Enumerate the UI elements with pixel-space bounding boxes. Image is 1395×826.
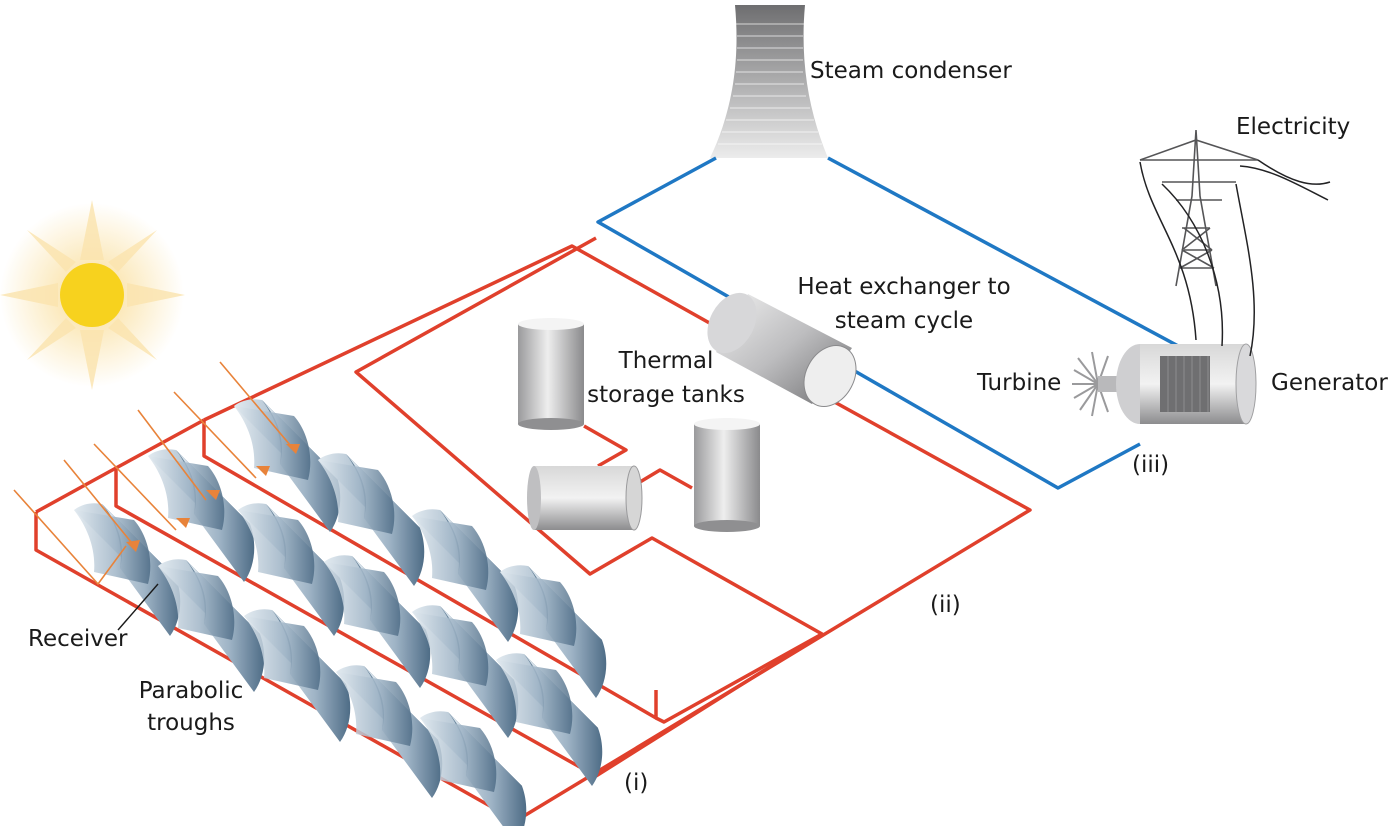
receiver-pointer [117,583,159,631]
loop-iii-label: (iii) [1132,452,1170,478]
hot-loop [34,236,1032,824]
thermal-storage-tank-horizontal [527,465,643,531]
heat-exchanger [707,292,857,407]
sunlight-arrows [13,361,297,586]
sun-icon [0,200,185,390]
power-lines [1139,159,1331,357]
generator-label: Generator [1271,370,1388,396]
receiver-label: Receiver [28,626,128,652]
heat-exchanger-label-line2: steam cycle [834,308,974,334]
thermal-storage-label-line2: storage tanks [587,382,745,408]
generator-icon [1116,343,1257,425]
turbine-icon [1072,351,1122,417]
thermal-storage-label-line1: Thermal [618,348,714,374]
turbine-label: Turbine [977,370,1062,396]
parabolic-troughs-label-line2: troughs [147,710,235,736]
sunlight-arrowheads [126,444,300,552]
heat-exchanger-label-line1: Heat exchanger to [797,274,1011,300]
steam-loop [596,156,1209,490]
thermal-storage-tank-top [518,318,584,430]
loop-i-label: (i) [624,770,649,796]
thermal-storage-tank-right [694,418,760,532]
loop-ii-label: (ii) [930,592,961,618]
steam-condenser-tower [710,5,828,158]
parabolic-troughs-label-line1: Parabolic [138,678,244,704]
parabolic-trough-field [74,399,607,826]
steam-condenser-label: Steam condenser [810,58,1012,84]
electricity-label: Electricity [1236,114,1351,140]
